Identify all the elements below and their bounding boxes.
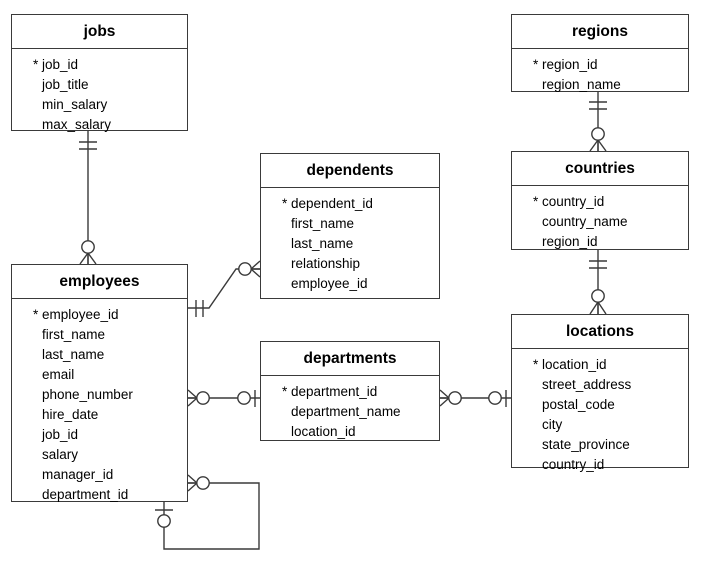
attribute-name: employee_id: [291, 276, 368, 291]
attribute-row: manager_id: [12, 465, 187, 485]
entity-departments[interactable]: departments *department_id department_name…: [260, 341, 440, 441]
primary-key-marker: *: [33, 307, 39, 322]
attribute-name: email: [42, 367, 75, 382]
attribute-row: state_province: [512, 435, 688, 455]
attribute-name: state_province: [542, 437, 630, 452]
attribute-name: phone_number: [42, 387, 133, 402]
primary-key-marker: *: [533, 194, 539, 209]
attribute-row: salary: [12, 445, 187, 465]
attribute-row: *dependent_id: [261, 194, 439, 214]
attribute-name: country_id: [542, 194, 605, 209]
attribute-row: city: [512, 415, 688, 435]
attribute-row: last_name: [261, 234, 439, 254]
attribute-row: first_name: [261, 214, 439, 234]
attribute-row: *region_id: [512, 55, 688, 75]
attribute-row: location_id: [261, 422, 439, 442]
attribute-row: last_name: [12, 345, 187, 365]
attribute-name: relationship: [291, 256, 361, 271]
attribute-row: job_title: [12, 75, 187, 95]
entity-employees[interactable]: employees *employee_id first_name last_name…: [11, 264, 188, 502]
attribute-list-dependents: *dependent_id first_name last_name relation…: [261, 188, 439, 301]
primary-key-marker: *: [282, 384, 288, 399]
relationship-countries-locations: [589, 250, 607, 315]
attribute-row: country_name: [512, 212, 688, 232]
attribute-name: first_name: [291, 216, 355, 231]
primary-key-marker: *: [282, 196, 288, 211]
attribute-row: postal_code: [512, 395, 688, 415]
attribute-row: relationship: [261, 254, 439, 274]
relationship-jobs-employees: [79, 131, 97, 265]
attribute-name: hire_date: [42, 407, 99, 422]
attribute-name: min_salary: [42, 97, 108, 112]
primary-key-marker: *: [533, 357, 539, 372]
attribute-row: *country_id: [512, 192, 688, 212]
relationship-employees-dependents: [188, 260, 261, 317]
attribute-name: department_name: [291, 404, 401, 419]
attribute-row: street_address: [512, 375, 688, 395]
attribute-row: employee_id: [261, 274, 439, 294]
entity-title-employees: employees: [12, 265, 187, 299]
attribute-name: country_name: [542, 214, 628, 229]
entity-dependents[interactable]: dependents *dependent_id first_name last_na…: [260, 153, 440, 299]
attribute-row: hire_date: [12, 405, 187, 425]
entity-title-jobs: jobs: [12, 15, 187, 49]
attribute-name: country_id: [542, 457, 605, 472]
attribute-name: region_id: [542, 234, 598, 249]
attribute-row: email: [12, 365, 187, 385]
attribute-row: region_id: [512, 232, 688, 252]
attribute-row: *employee_id: [12, 305, 187, 325]
attribute-row: *location_id: [512, 355, 688, 375]
attribute-name: job_id: [42, 427, 79, 442]
attribute-name: salary: [42, 447, 79, 462]
attribute-name: last_name: [291, 236, 354, 251]
attribute-row: country_id: [512, 455, 688, 475]
attribute-row: max_salary: [12, 115, 187, 135]
attribute-row: *department_id: [261, 382, 439, 402]
attribute-name: region_id: [542, 57, 598, 72]
attribute-row: first_name: [12, 325, 187, 345]
attribute-name: region_name: [542, 77, 621, 92]
primary-key-marker: *: [533, 57, 539, 72]
attribute-name: last_name: [42, 347, 105, 362]
attribute-list-departments: *department_id department_name location_id: [261, 376, 439, 449]
relationship-departments-locations: [439, 389, 511, 407]
attribute-name: manager_id: [42, 467, 114, 482]
attribute-name: location_id: [291, 424, 356, 439]
attribute-list-regions: *region_id region_name: [512, 49, 688, 102]
attribute-row: department_id: [12, 485, 187, 505]
relationship-employees-departments: [187, 389, 260, 407]
attribute-row: department_name: [261, 402, 439, 422]
attribute-name: department_id: [42, 487, 129, 502]
attribute-row: phone_number: [12, 385, 187, 405]
attribute-name: employee_id: [42, 307, 119, 322]
entity-countries[interactable]: countries *country_id country_name region_i…: [511, 151, 689, 250]
attribute-row: job_id: [12, 425, 187, 445]
attribute-name: postal_code: [542, 397, 615, 412]
entity-title-countries: countries: [512, 152, 688, 186]
entity-regions[interactable]: regions *region_id region_name: [511, 14, 689, 92]
entity-title-regions: regions: [512, 15, 688, 49]
entity-title-departments: departments: [261, 342, 439, 376]
primary-key-marker: *: [33, 57, 39, 72]
attribute-name: street_address: [542, 377, 632, 392]
attribute-list-jobs: *job_id job_title min_salary max_salary: [12, 49, 187, 142]
attribute-name: job_id: [42, 57, 79, 72]
attribute-name: department_id: [291, 384, 378, 399]
attribute-name: first_name: [42, 327, 106, 342]
attribute-row: region_name: [512, 75, 688, 95]
attribute-row: min_salary: [12, 95, 187, 115]
attribute-name: location_id: [542, 357, 607, 372]
attribute-row: *job_id: [12, 55, 187, 75]
attribute-list-countries: *country_id country_name region_id: [512, 186, 688, 259]
entity-title-dependents: dependents: [261, 154, 439, 188]
attribute-name: job_title: [42, 77, 89, 92]
attribute-name: city: [542, 417, 563, 432]
entity-jobs[interactable]: jobs *job_id job_title min_salary max_salary: [11, 14, 188, 132]
attribute-name: dependent_id: [291, 196, 373, 211]
entity-title-locations: locations: [512, 315, 688, 349]
attribute-name: max_salary: [42, 117, 112, 132]
